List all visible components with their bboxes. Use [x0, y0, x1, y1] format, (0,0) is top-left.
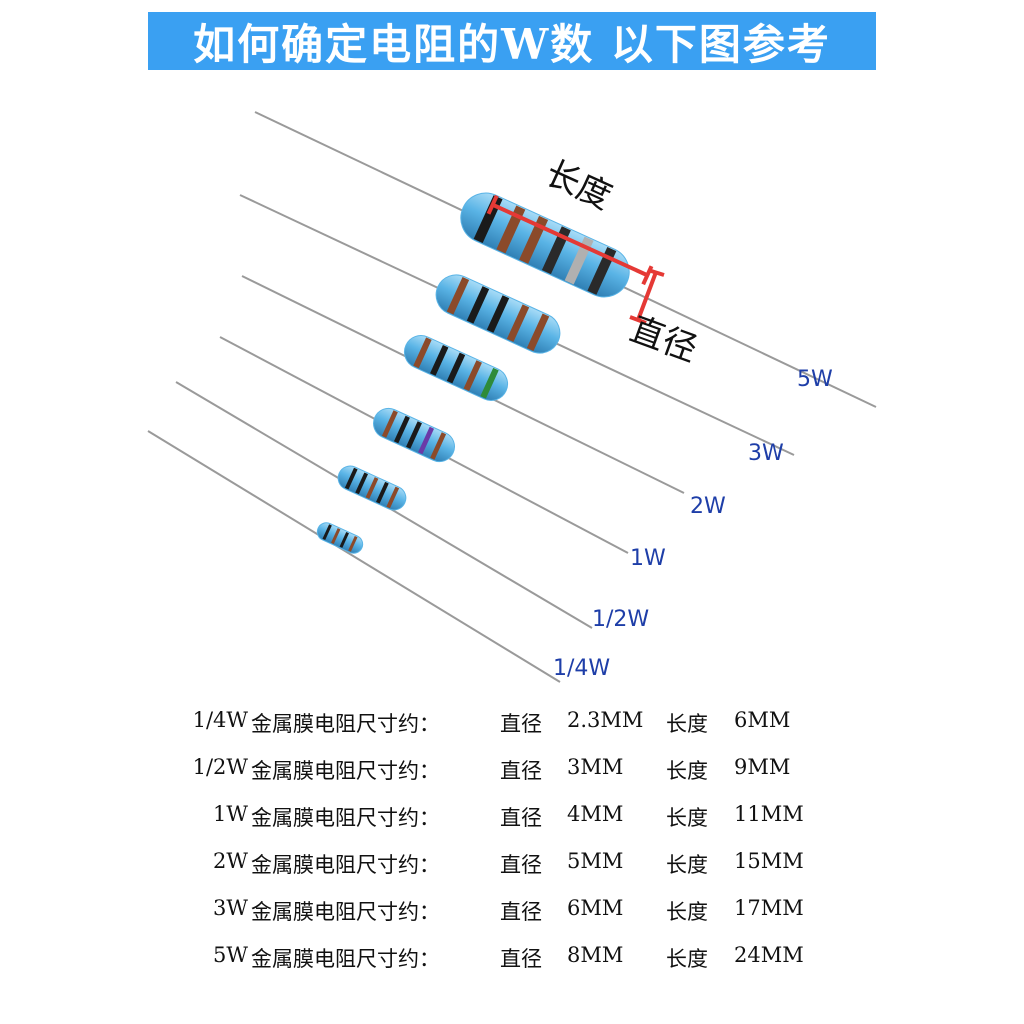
- diameter-marker: [629, 268, 665, 325]
- spec-length-value: 6MM: [734, 708, 791, 732]
- color-band: [526, 313, 550, 352]
- color-band: [446, 276, 470, 315]
- resistor-quarter-w: 1/4W: [147, 430, 610, 683]
- spec-material: 金属膜电阻尺寸约：: [251, 712, 440, 736]
- spec-length-label: 长度: [666, 712, 708, 736]
- spec-length-label: 长度: [666, 759, 708, 783]
- spec-length-value: 15MM: [734, 849, 804, 873]
- spec-table: 1/4W 金属膜电阻尺寸约： 直径 2.3MM 长度 6MM 1/2W 金属膜电…: [0, 700, 1024, 982]
- color-band: [430, 432, 447, 460]
- color-band: [393, 415, 410, 444]
- resistor-2w: 2W: [241, 275, 726, 519]
- wattage-label: 1/2W: [592, 607, 649, 632]
- spec-material: 金属膜电阻尺寸约：: [251, 853, 440, 877]
- color-band: [486, 295, 510, 333]
- resistor-1w: 1W: [219, 336, 666, 571]
- spec-row-1w: 1W 金属膜电阻尺寸约： 直径 4MM 长度 11MM: [0, 794, 1024, 841]
- resistor-body: [460, 192, 630, 298]
- spec-length-value: 11MM: [734, 802, 804, 826]
- color-band: [506, 304, 530, 342]
- color-band: [344, 467, 358, 490]
- spec-length-label: 长度: [666, 806, 708, 830]
- color-band: [365, 477, 379, 499]
- spec-diameter-value: 8MM: [567, 943, 624, 967]
- spec-power: 1W: [213, 802, 248, 826]
- spec-material: 金属膜电阻尺寸约：: [251, 947, 440, 971]
- color-band: [386, 486, 400, 509]
- spec-diameter-label: 直径: [500, 759, 542, 783]
- resistor-body: [316, 522, 364, 554]
- wattage-label: 3W: [748, 441, 784, 466]
- spec-power: 2W: [213, 849, 248, 873]
- color-band: [446, 352, 466, 384]
- color-band: [413, 337, 432, 369]
- spec-material: 金属膜电阻尺寸约：: [251, 806, 440, 830]
- resistor-5w: 5W: [254, 111, 877, 408]
- color-band: [406, 421, 422, 449]
- length-label: 长度: [539, 153, 617, 218]
- color-band: [355, 472, 368, 495]
- spec-diameter-value: 2.3MM: [567, 708, 644, 732]
- page-title: 如何确定电阻的W数 以下图参考: [148, 12, 876, 70]
- color-band: [480, 367, 499, 399]
- color-band: [430, 345, 449, 376]
- spec-material: 金属膜电阻尺寸约：: [251, 759, 440, 783]
- spec-length-value: 24MM: [734, 943, 804, 967]
- spec-diameter-label: 直径: [500, 806, 542, 830]
- color-band: [418, 426, 435, 455]
- spec-power: 5W: [213, 943, 248, 967]
- color-band: [331, 528, 341, 544]
- wattage-label: 2W: [690, 494, 726, 519]
- spec-diameter-label: 直径: [500, 947, 542, 971]
- color-band: [348, 535, 358, 552]
- color-band: [381, 410, 398, 438]
- spec-row-quarter-w: 1/4W 金属膜电阻尺寸约： 直径 2.3MM 长度 6MM: [0, 700, 1024, 747]
- resistor-half-w: 1/2W: [175, 381, 649, 632]
- spec-length-label: 长度: [666, 853, 708, 877]
- resistor-3w: 3W: [239, 194, 795, 466]
- spec-row-3w: 3W 金属膜电阻尺寸约： 直径 6MM 长度 17MM: [0, 888, 1024, 935]
- color-band: [322, 524, 332, 541]
- spec-diameter-label: 直径: [500, 712, 542, 736]
- spec-length-label: 长度: [666, 900, 708, 924]
- spec-material: 金属膜电阻尺寸约：: [251, 900, 440, 924]
- spec-length-value: 9MM: [734, 755, 791, 779]
- spec-power: 1/2W: [192, 755, 248, 779]
- wattage-label: 1/4W: [553, 656, 610, 681]
- spec-diameter-value: 4MM: [567, 802, 624, 826]
- wattage-label: 5W: [797, 367, 833, 392]
- color-band: [376, 481, 389, 504]
- color-band: [463, 360, 482, 391]
- spec-power: 3W: [213, 896, 248, 920]
- spec-row-2w: 2W 金属膜电阻尺寸约： 直径 5MM 长度 15MM: [0, 841, 1024, 888]
- color-band: [466, 286, 490, 324]
- spec-length-label: 长度: [666, 947, 708, 971]
- spec-diameter-label: 直径: [500, 853, 542, 877]
- spec-row-5w: 5W 金属膜电阻尺寸约： 直径 8MM 长度 24MM: [0, 935, 1024, 982]
- spec-diameter-value: 3MM: [567, 755, 624, 779]
- spec-row-half-w: 1/2W 金属膜电阻尺寸约： 直径 3MM 长度 9MM: [0, 747, 1024, 794]
- wattage-label: 1W: [630, 546, 666, 571]
- spec-diameter-value: 5MM: [567, 849, 624, 873]
- resistor-lead-wire: [147, 430, 561, 683]
- spec-power: 1/4W: [192, 708, 248, 732]
- spec-length-value: 17MM: [734, 896, 804, 920]
- spec-diameter-label: 直径: [500, 900, 542, 924]
- color-band: [339, 532, 349, 548]
- spec-diameter-value: 6MM: [567, 896, 624, 920]
